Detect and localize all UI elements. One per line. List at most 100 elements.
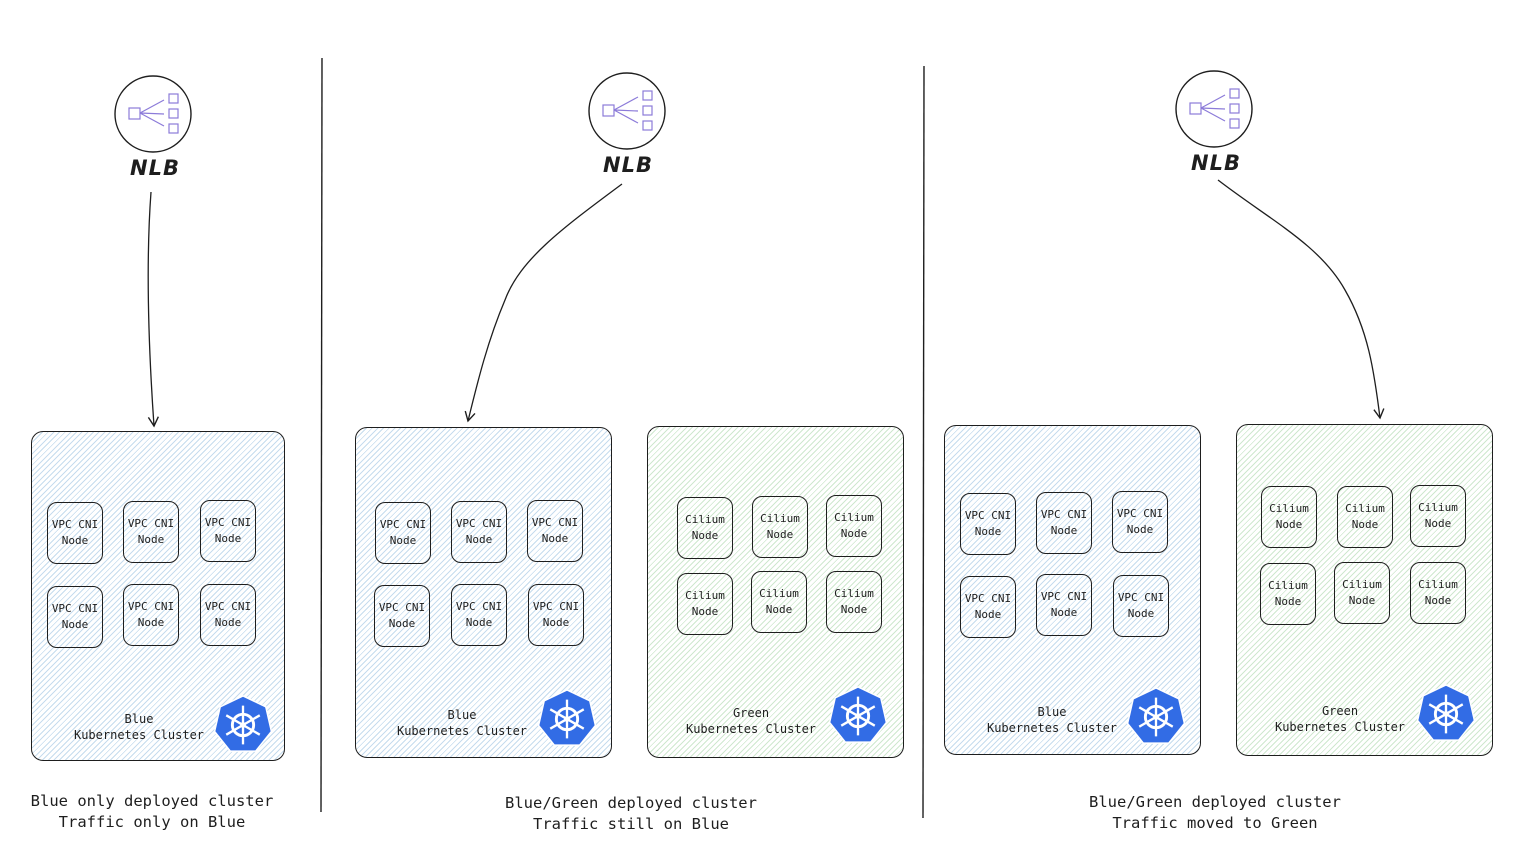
traffic-arrow-2 [464,183,623,423]
node-word: Node [974,608,1002,621]
vpc-cni-node: VPC CNI Node [123,501,179,563]
node-type: VPC CNI [51,518,99,531]
traffic-arrow-1 [147,191,159,428]
node-type: Cilium [759,587,799,600]
node-word: Node [1127,607,1155,620]
node-word: Node [765,603,793,616]
node-type: VPC CNI [127,517,175,530]
node-word: Node [766,528,794,541]
cluster-label: Blue Kubernetes Cluster [962,704,1142,736]
node-word: Node [541,532,569,545]
node-word: Node [389,534,417,547]
node-type: VPC CNI [532,600,580,613]
node-word: Node [542,616,570,629]
node-word: Node [465,533,493,546]
node-type: Cilium [834,511,874,524]
cluster-label: Blue Kubernetes Cluster [372,707,552,739]
node-type: Cilium [1342,578,1382,591]
node-word: Node [137,616,165,629]
blue-cluster: VPC CNI Node VPC CNI Node VPC CNI Node VPC … [355,427,612,758]
node-word: Node [137,533,165,546]
node-type: Cilium [1269,502,1309,515]
cluster-color-name: Green [1321,704,1359,718]
node-word: Node [840,603,868,616]
node-type: VPC CNI [455,600,503,613]
panel-caption: Blue/Green deployed cluster Traffic stil… [471,793,791,835]
nlb-label: NLB [130,156,180,180]
vpc-cni-node: VPC CNI Node [375,502,431,564]
kubernetes-icon [537,689,597,746]
node-word: Node [840,527,868,540]
node-type: VPC CNI [51,602,99,615]
nlb-label: NLB [603,153,653,177]
caption-subtitle: Traffic still on Blue [533,815,729,833]
node-word: Node [465,616,493,629]
node-type: VPC CNI [964,592,1012,605]
cluster-kind: Kubernetes Cluster [73,728,205,742]
node-word: Node [691,529,719,542]
nlb-icon [588,72,666,150]
node-type: Cilium [1418,501,1458,514]
cluster-kind: Kubernetes Cluster [685,722,817,736]
node-type: VPC CNI [1117,591,1165,604]
node-type: Cilium [760,512,800,525]
node-word: Node [1424,594,1452,607]
cluster-kind: Kubernetes Cluster [1274,720,1406,734]
node-type: VPC CNI [1040,590,1088,603]
nlb-icon [114,75,192,153]
node-word: Node [214,532,242,545]
divider-1 [320,57,323,813]
vpc-cni-node: VPC CNI Node [451,501,507,563]
nlb-label: NLB [1191,151,1241,175]
kubernetes-icon [1126,687,1186,744]
vpc-cni-node: VPC CNI Node [528,584,584,646]
node-type: VPC CNI [378,601,426,614]
node-type: VPC CNI [531,516,579,529]
cluster-color-name: Green [732,706,770,720]
vpc-cni-node: VPC CNI Node [1113,575,1169,637]
caption-subtitle: Traffic only on Blue [58,813,246,831]
vpc-cni-node: VPC CNI Node [960,576,1016,638]
cluster-label: Blue Kubernetes Cluster [49,711,229,743]
caption-subtitle: Traffic moved to Green [1112,814,1318,832]
nlb-icon [1175,70,1253,148]
caption-title: Blue/Green deployed cluster [505,794,757,812]
node-word: Node [1351,518,1379,531]
node-type: VPC CNI [964,509,1012,522]
node-type: Cilium [685,589,725,602]
node-word: Node [974,525,1002,538]
node-type: VPC CNI [455,517,503,530]
panel-caption: Blue only deployed cluster Traffic only … [0,791,312,833]
node-type: Cilium [685,513,725,526]
node-word: Node [1050,524,1078,537]
node-type: Cilium [1345,502,1385,515]
caption-title: Blue/Green deployed cluster [1089,793,1341,811]
kubernetes-icon [828,686,888,743]
traffic-arrow-3 [1217,179,1385,420]
node-type: VPC CNI [1116,507,1164,520]
node-type: Cilium [1418,578,1458,591]
vpc-cni-node: VPC CNI Node [527,500,583,562]
divider-2 [922,65,925,819]
cluster-color-name: Blue [124,712,154,726]
blue-cluster: VPC CNI Node VPC CNI Node VPC CNI Node VPC … [944,425,1201,755]
cluster-kind: Kubernetes Cluster [986,721,1118,735]
node-type: VPC CNI [379,518,427,531]
